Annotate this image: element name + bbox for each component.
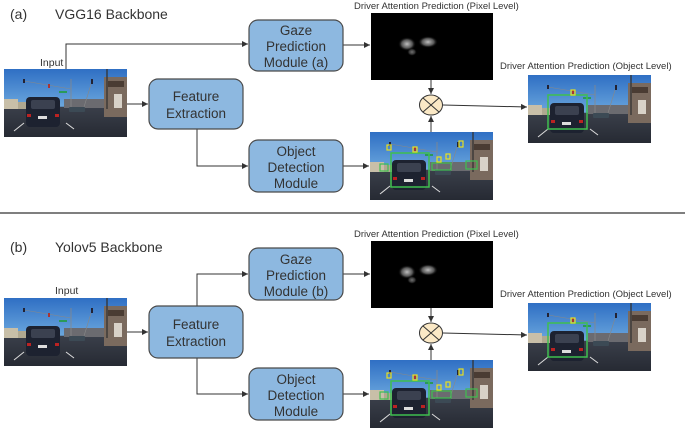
panel-title: Yolov5 Backbone [55,239,163,255]
input-image [3,68,128,138]
module-label: Feature [173,317,220,332]
panel-title: VGG16 Backbone [55,6,168,22]
object-level-label: Driver Attention Prediction (Object Leve… [500,61,672,72]
module-label: Prediction [266,39,326,54]
pixel-level-label: Driver Attention Prediction (Pixel Level… [354,229,519,240]
module-label: Gaze [280,252,312,267]
object-detection-module: Object Detection Module [248,139,344,193]
detection-result-image [369,131,494,201]
object-level-label: Driver Attention Prediction (Object Leve… [500,289,672,300]
module-label: Gaze [280,23,312,38]
arrow-feature-to-detect [196,129,248,169]
gaze-prediction-module: Gaze Prediction Module (b) [248,247,344,301]
arrow-op-to-output [442,103,528,110]
gaze-prediction-module: Gaze Prediction Module (a) [248,19,344,72]
module-label: Detection [267,388,324,403]
pixel-heatmap-image [371,241,493,308]
multiply-op-icon [419,94,443,116]
input-label: Input [40,57,63,69]
object-detection-module: Object Detection Module [248,367,344,421]
input-image [3,297,128,367]
module-label: Object [276,144,315,159]
object-level-output-image [527,302,652,372]
detection-result-image [369,359,494,429]
arrow-feature-to-gaze [196,271,248,306]
panel-a: (a) VGG16 Backbone Input Feature Extract… [3,1,672,201]
arrow-op-to-output [442,331,528,338]
input-label: Input [55,285,78,297]
panel-tag: (a) [10,6,27,22]
module-label: Object [276,372,315,387]
panel-tag: (b) [10,239,27,255]
module-label: Module [274,404,318,419]
pixel-heatmap-image [371,13,493,80]
module-label: Module (a) [264,55,329,70]
module-label: Module [274,176,318,191]
arrow-input-to-gaze [65,41,248,69]
panel-b: (b) Yolov5 Backbone Input Feature Extrac… [3,229,672,429]
feature-extraction-module: Feature Extraction [148,305,244,359]
module-label: Prediction [266,268,326,283]
pixel-level-label: Driver Attention Prediction (Pixel Level… [354,1,519,12]
multiply-op-icon [419,322,443,344]
feature-extraction-module: Feature Extraction [148,78,244,130]
module-label: Module (b) [264,284,329,299]
arrow-feature-to-detect [196,358,248,397]
module-label: Extraction [166,106,226,121]
module-label: Extraction [166,334,226,349]
object-level-output-image [527,74,652,144]
module-label: Feature [173,89,220,104]
module-label: Detection [267,160,324,175]
